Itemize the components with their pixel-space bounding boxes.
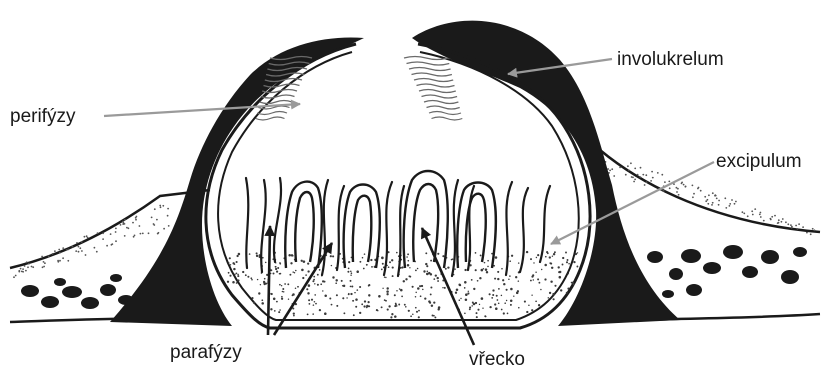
pointer-parafyzy-1 bbox=[268, 226, 270, 335]
pointer-perifyzy bbox=[104, 104, 300, 116]
label-excipulum: excipulum bbox=[716, 152, 802, 171]
label-parafyzy: parafýzy bbox=[170, 343, 242, 362]
hymenium-stipple bbox=[227, 251, 578, 319]
label-involukrelum: involukrelum bbox=[617, 50, 724, 69]
label-perifyzy: perifýzy bbox=[10, 107, 75, 126]
label-vrecko: vřecko bbox=[469, 350, 525, 369]
